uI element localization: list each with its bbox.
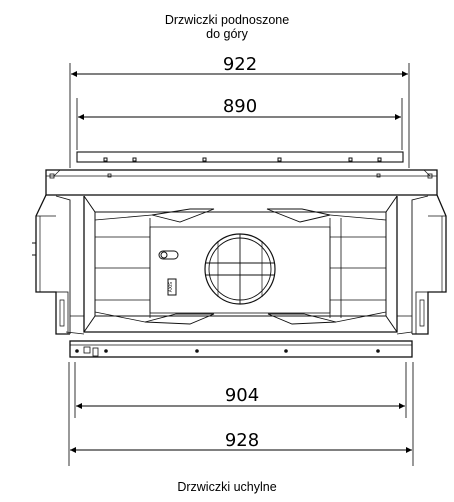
- dimension-928: 928: [68, 362, 414, 466]
- fireplace-insert-front-view: [32, 151, 447, 358]
- dimension-904: 904: [74, 362, 407, 418]
- dimension-890: 890: [76, 96, 403, 150]
- dimension-890-label: 890: [223, 96, 257, 117]
- label-plate-text: AXIS: [168, 282, 174, 292]
- dimension-922-label: 922: [223, 54, 257, 75]
- top-caption-line-2: do góry: [206, 27, 248, 41]
- dimension-928-label: 928: [225, 430, 259, 451]
- top-caption-line-1: Drzwiczki podnoszone: [164, 13, 290, 27]
- dimension-922: 922: [69, 54, 410, 168]
- bottom-caption: Drzwiczki uchylne: [177, 480, 277, 494]
- dimension-904-label: 904: [225, 385, 259, 406]
